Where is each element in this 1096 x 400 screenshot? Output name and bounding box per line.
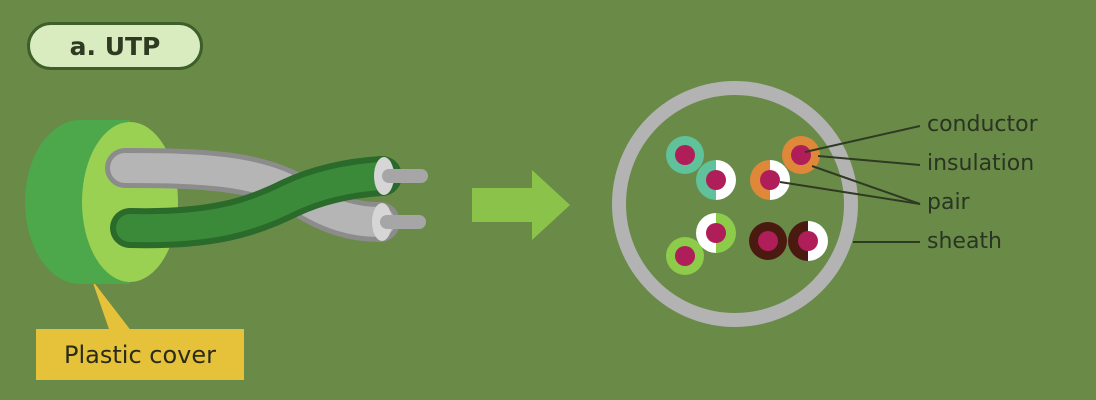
wire-pair-green: [666, 136, 736, 200]
pair-leader-1: [811, 165, 921, 205]
title-badge: a. UTP: [27, 22, 203, 70]
wire-pair-orange: [750, 136, 820, 200]
leader-lines: [779, 125, 921, 243]
sheath-ring: [612, 81, 858, 327]
plastic-cover: [25, 120, 178, 284]
label-sheath: sheath: [927, 229, 1002, 254]
wire-pair-lightgreen: [666, 213, 736, 275]
arrow-icon: [472, 170, 570, 240]
label-pair: pair: [927, 190, 970, 215]
plastic-cover-callout: Plastic cover: [36, 329, 244, 380]
pair-leader-2: [779, 181, 921, 205]
title-text: a. UTP: [69, 31, 161, 61]
callout-text: Plastic cover: [64, 340, 216, 369]
label-insulation: insulation: [927, 151, 1035, 176]
wire-pair-brown: [749, 221, 828, 261]
conductor-leader: [804, 125, 921, 153]
callout-pointer: [92, 280, 132, 332]
insulation-leader: [817, 155, 921, 166]
label-conductor: conductor: [927, 112, 1038, 137]
green-wire: [110, 156, 428, 249]
